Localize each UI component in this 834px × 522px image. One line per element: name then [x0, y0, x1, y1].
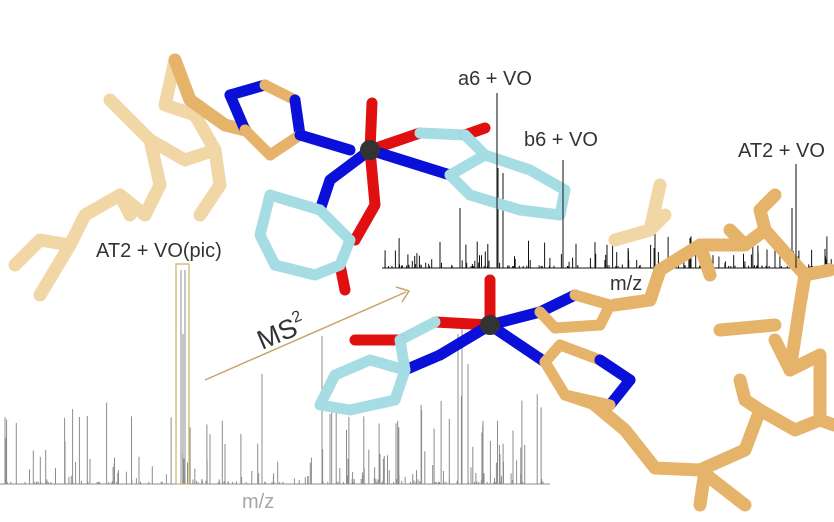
precursor-label: AT2 + VO(pic) — [96, 240, 222, 262]
right-peptide-faded-branch — [608, 178, 672, 247]
frag-b6-label: b6 + VO — [524, 129, 598, 151]
upper-picolinate-right — [364, 122, 571, 221]
faded-peptide-link — [168, 53, 252, 137]
lower-picolinate — [314, 316, 496, 416]
main-mz-axis-label: m/z — [242, 491, 274, 513]
lower-imidazole-bottom — [484, 319, 636, 411]
precursor-highlight-box — [175, 263, 190, 485]
frag-a6-label: a6 + VO — [458, 68, 532, 90]
lower-imidazole-top — [484, 289, 616, 334]
main-spectrum — [4, 270, 544, 484]
upper-imidazole-ring — [224, 79, 306, 161]
inset-mz-axis-label: m/z — [610, 273, 642, 295]
right-peptide-backbone — [588, 188, 834, 512]
lower-vo-imid-complex — [314, 274, 636, 416]
upper-vo-pic-complex — [224, 79, 571, 296]
ms2-label: MS2 — [252, 308, 310, 356]
upper-picolinate-left — [254, 144, 381, 296]
faded-peptide-backbone — [8, 53, 227, 302]
frag-at2-label: AT2 + VO — [738, 140, 825, 162]
ms2-arrow — [204, 286, 411, 381]
